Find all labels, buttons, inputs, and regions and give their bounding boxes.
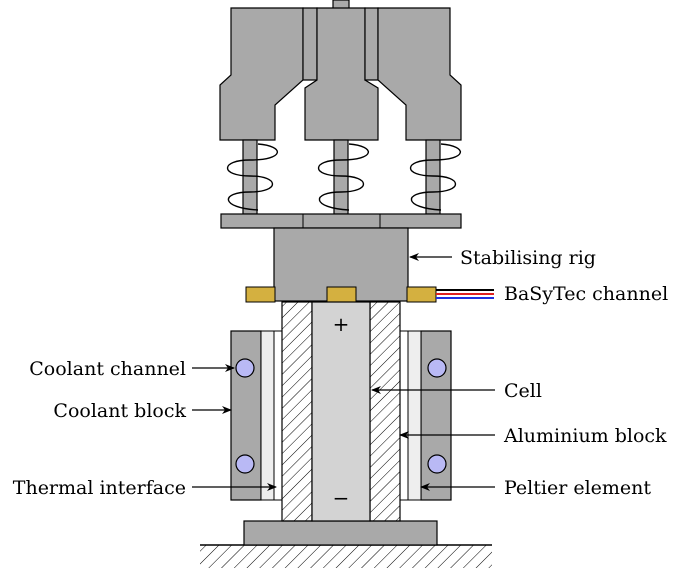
spring-right xyxy=(410,143,461,211)
peltier-element-right xyxy=(407,330,422,501)
coolant-channel-right-bottom xyxy=(427,454,447,474)
label-coolant-block: Coolant block xyxy=(53,400,186,422)
coolant-channel-left-bottom xyxy=(235,454,255,474)
guide-rod-center xyxy=(333,139,349,215)
label-thermal-interface: Thermal interface xyxy=(13,477,186,499)
aluminium-block-left xyxy=(281,301,313,522)
thermal-interface-left xyxy=(273,330,283,501)
gold-tab-right xyxy=(406,286,437,303)
clamp-spacer-left xyxy=(302,7,318,81)
coolant-channel-right-top xyxy=(427,358,447,378)
labels: Stabilising rig BaSyTec channel Coolant … xyxy=(13,247,668,499)
guide-rod-right xyxy=(425,139,441,215)
ground-hatching xyxy=(200,545,492,568)
label-cell: Cell xyxy=(504,380,542,402)
leader-arrows xyxy=(192,253,495,491)
peltier-element-left xyxy=(260,330,275,501)
coolant-block-right xyxy=(420,330,452,501)
clamp-assembly xyxy=(219,0,462,141)
clamp-spacer-right xyxy=(364,7,379,81)
spring-left xyxy=(227,143,278,211)
thermal-interface-right xyxy=(399,330,409,501)
gold-tab-left xyxy=(245,286,276,303)
ground xyxy=(200,544,492,568)
clamp-jaw-right xyxy=(377,7,462,141)
label-peltier-element: Peltier element xyxy=(504,477,651,499)
label-coolant-channel: Coolant channel xyxy=(29,358,186,380)
coolant-block-left xyxy=(230,330,262,501)
upper-plate xyxy=(220,213,462,229)
label-aluminium-block: Aluminium block xyxy=(503,425,667,447)
spring-guides xyxy=(227,139,461,215)
aluminium-block-right xyxy=(369,301,401,522)
cell-negative-terminal: − xyxy=(333,486,350,510)
cell xyxy=(311,301,371,522)
guide-rod-left xyxy=(242,139,258,215)
spring-center xyxy=(318,143,369,211)
cell-positive-terminal: + xyxy=(333,312,350,336)
gold-tab-center xyxy=(326,286,357,303)
label-stabilising-rig: Stabilising rig xyxy=(460,247,596,269)
label-basytec-channel: BaSyTec channel xyxy=(504,283,668,305)
coolant-channel-left-top xyxy=(235,358,255,378)
basytec-wires xyxy=(436,289,494,299)
clamp-jaw-left xyxy=(219,7,304,141)
base-plate xyxy=(243,520,438,546)
